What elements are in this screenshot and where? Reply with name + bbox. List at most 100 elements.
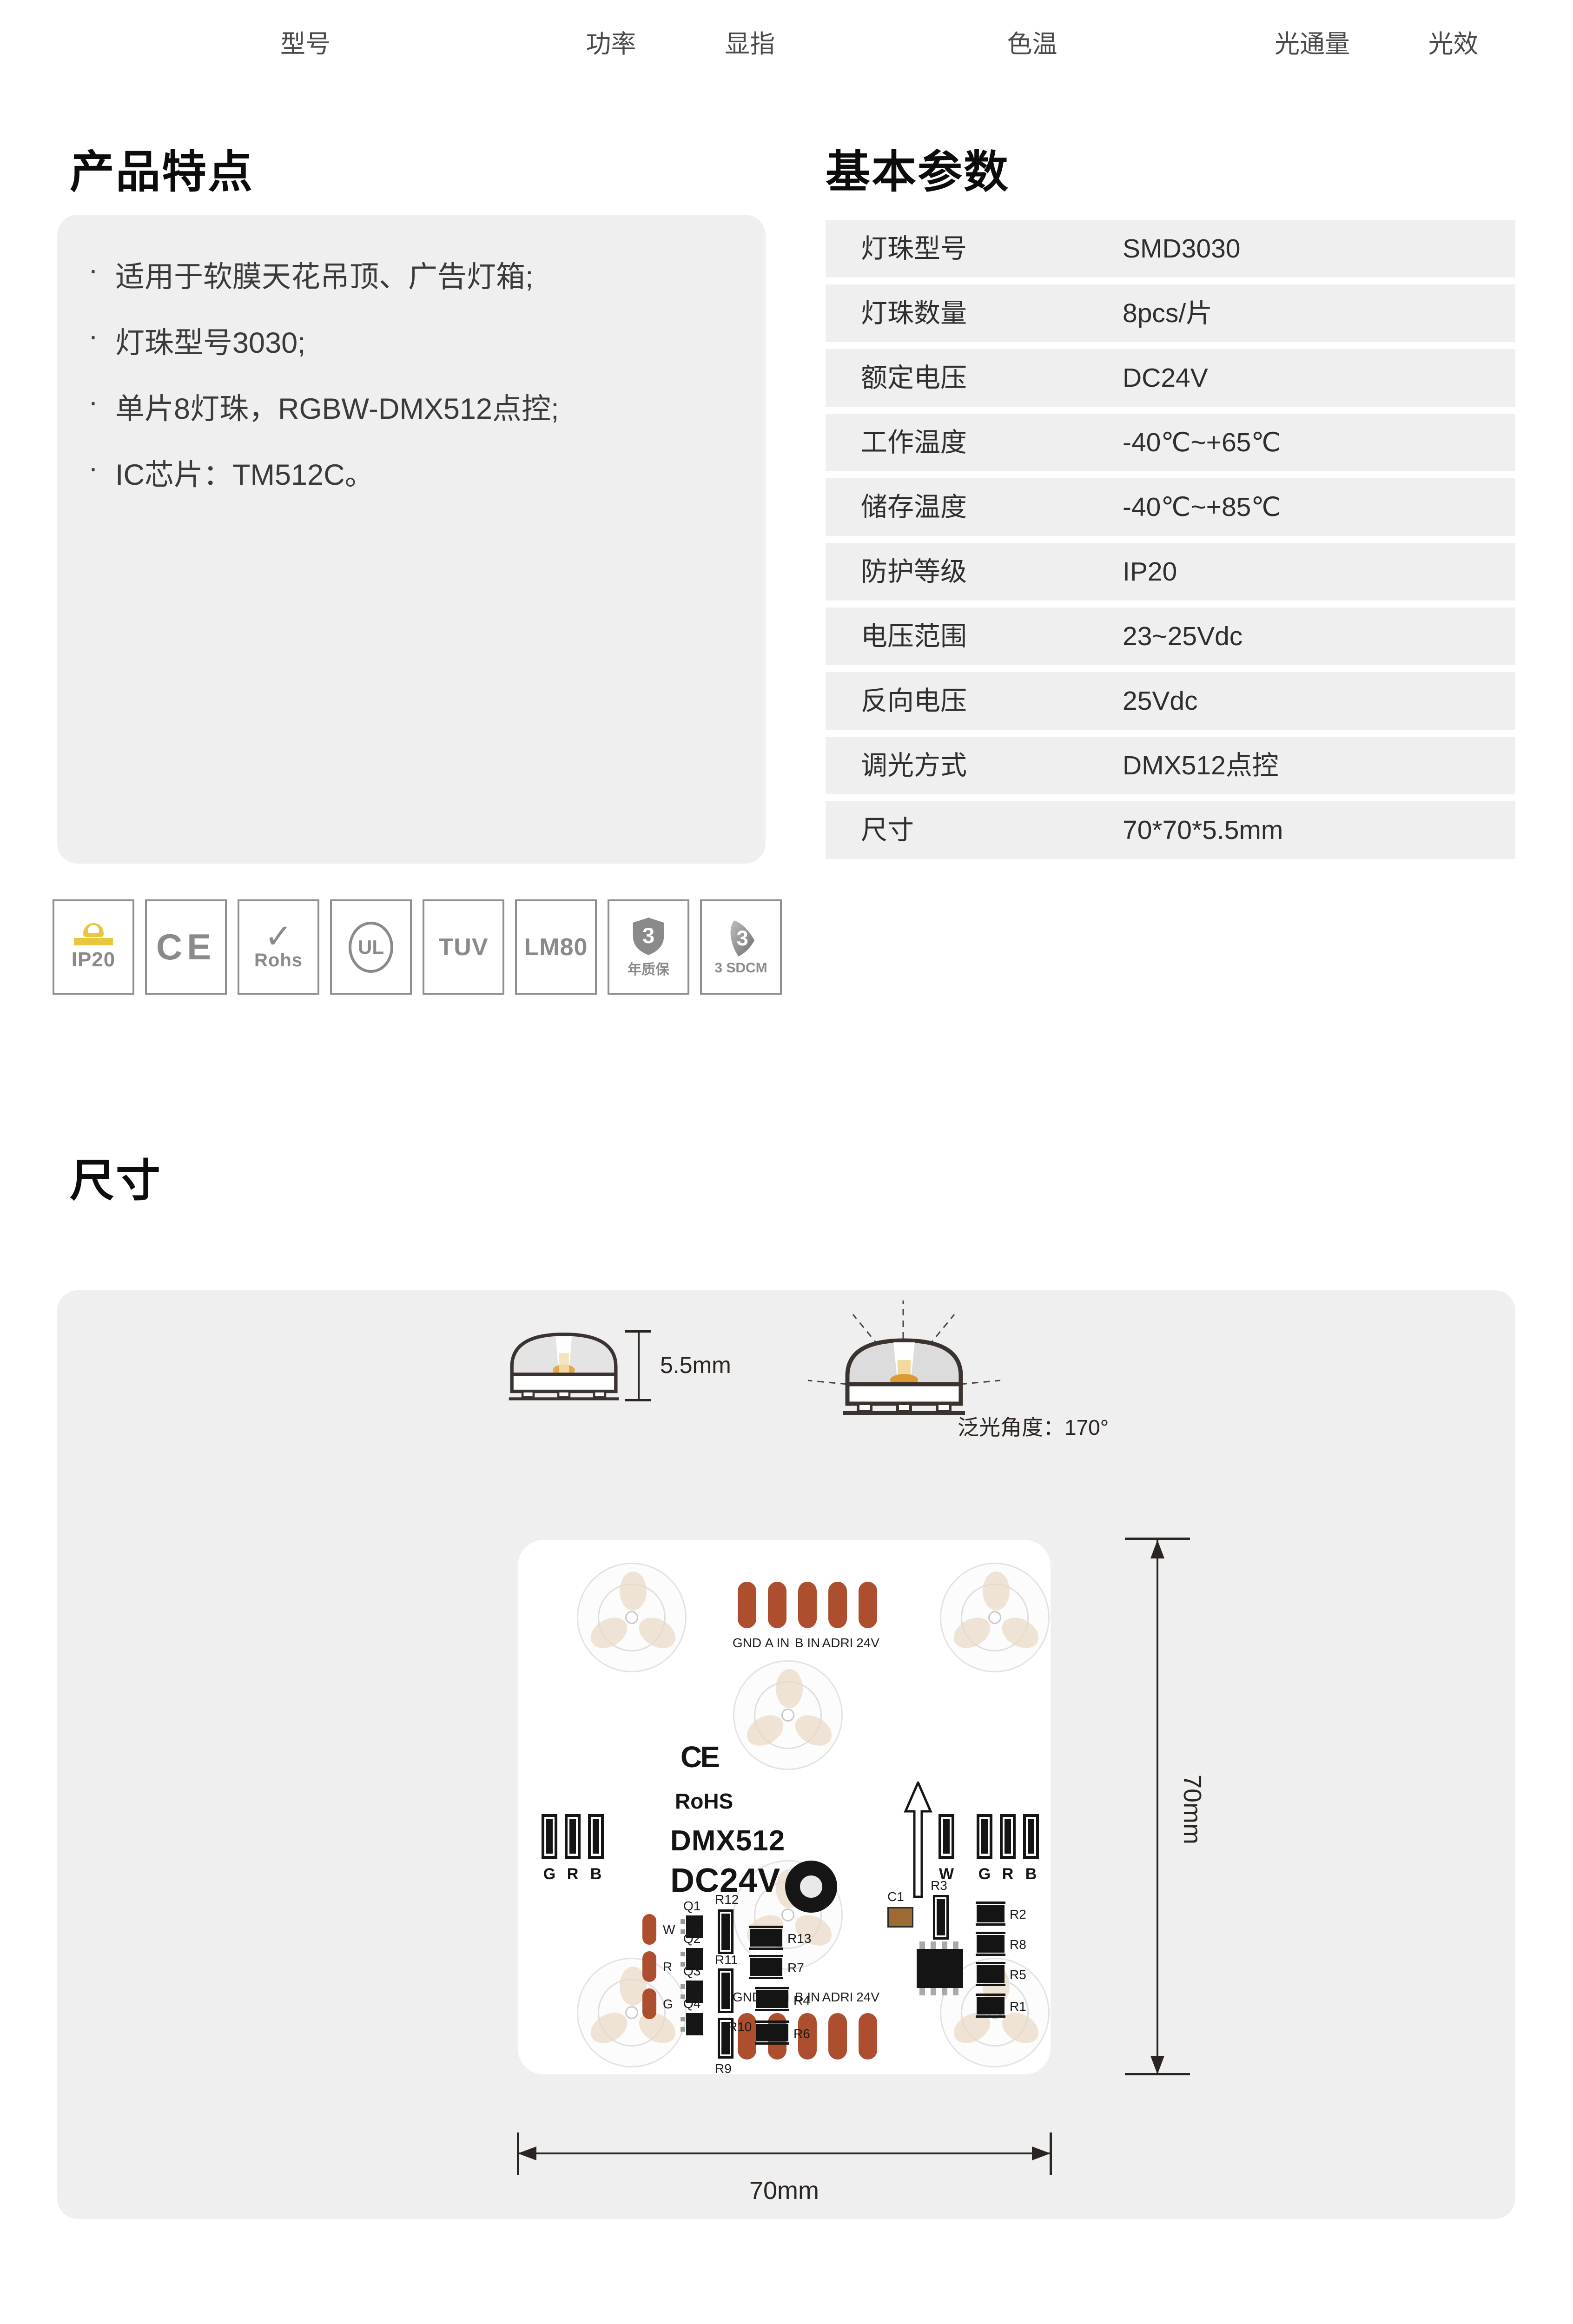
- component-label: R11: [715, 1953, 738, 1967]
- badge-label: LM80: [524, 933, 588, 961]
- param-row: 额定电压 DC24V: [826, 349, 1515, 407]
- component-label: Q2: [683, 1931, 701, 1946]
- param-label: 尺寸: [861, 815, 914, 845]
- component-label: R7: [787, 1961, 804, 1975]
- solder-pad: [738, 2013, 756, 2060]
- height-dimension-line: [1150, 1540, 1164, 2074]
- solder-pad: [859, 2013, 877, 2060]
- resistor: [976, 1962, 1005, 1986]
- beam-angle-label: 泛光角度：170°: [958, 1415, 1109, 1439]
- pin-label: 24V: [856, 1636, 879, 1650]
- width-dimension-label: 70mm: [749, 2177, 820, 2205]
- tick: [625, 1399, 651, 1401]
- component-label: R6: [793, 2027, 810, 2041]
- ic-chip: [917, 1941, 963, 1995]
- spec-col-header: 显指: [725, 30, 775, 58]
- spec-col-header: 光效: [1428, 30, 1479, 58]
- channel-pad: [542, 1814, 557, 1859]
- feature-item: · 适用于软膜天花吊顶、广告灯箱;: [88, 253, 730, 296]
- led-beam-drawing: [807, 1301, 1001, 1415]
- capacitor: [887, 1907, 913, 1928]
- component-label: R12: [715, 1892, 739, 1907]
- param-value: -40℃~+85℃: [1123, 492, 1281, 522]
- feature-text: 适用于软膜天花吊顶、广告灯箱;: [115, 261, 534, 293]
- component-label: Q3: [683, 1964, 701, 1978]
- tick: [1125, 1538, 1190, 1540]
- param-value: 23~25Vdc: [1123, 621, 1243, 651]
- via-pad: [642, 1951, 656, 1982]
- solder-pad: [768, 1582, 786, 1628]
- channel-pad: [1023, 1814, 1039, 1859]
- channel-pad: [588, 1814, 604, 1859]
- spec-col-header: 功率: [586, 30, 636, 58]
- component-label: R1: [1010, 1999, 1026, 2014]
- resistor: [755, 2020, 789, 2045]
- bullet: ·: [88, 254, 98, 286]
- height-dimension-label: 70mm: [1178, 1774, 1206, 1845]
- component-label: R8: [1010, 1937, 1026, 1952]
- feature-item: · 单片8灯珠，RGBW-DMX512点控;: [88, 385, 730, 428]
- param-label: 灯珠型号: [861, 234, 967, 264]
- badge-ce: CE: [145, 899, 227, 995]
- pcb-drawing: GND A IN B IN ADRI 24V GND A IN B IN ADR…: [518, 1540, 1051, 2076]
- dc24v-silkscreen: DC24V: [670, 1862, 781, 1899]
- ce-silkscreen: CE: [681, 1740, 720, 1774]
- led-lens: [577, 1958, 687, 2067]
- pad-label: R: [1002, 1865, 1014, 1883]
- param-label: 反向电压: [861, 686, 967, 716]
- ul-mark-icon: UL: [349, 921, 393, 973]
- badge-label: Rohs: [254, 950, 303, 971]
- component-label: R3: [931, 1878, 947, 1893]
- mounting-hole: [785, 1861, 837, 1913]
- solder-pad: [798, 1582, 817, 1628]
- channel-pad: [1000, 1814, 1016, 1859]
- feature-text: 单片8灯珠，RGBW-DMX512点控;: [115, 393, 559, 425]
- bullet: ·: [88, 320, 98, 352]
- badge-lm80: LM80: [515, 899, 597, 995]
- channel-label: G: [663, 1997, 673, 2011]
- thickness-label: 5.5mm: [660, 1352, 731, 1378]
- pad-label: G: [978, 1865, 991, 1883]
- dims-title: 尺寸: [70, 1156, 162, 1206]
- feature-text: 灯珠型号3030;: [115, 327, 306, 359]
- param-value: DMX512点控: [1123, 751, 1279, 780]
- param-row: 电压范围 23~25Vdc: [826, 607, 1515, 665]
- pin-label: 24V: [856, 1990, 879, 2004]
- badge-ip20: IP20: [53, 899, 134, 995]
- resistor: [976, 1994, 1005, 2018]
- solder-pad: [828, 1582, 847, 1628]
- feature-item: · IC芯片：TM512C。: [88, 451, 730, 494]
- param-label: 防护等级: [861, 557, 967, 587]
- component-label: Q1: [683, 1899, 701, 1913]
- badge-warranty: 3 年质保: [608, 899, 689, 995]
- sdcm-shape-icon: 3: [730, 920, 755, 957]
- param-value: IP20: [1123, 557, 1177, 587]
- badge-rohs: ✓ Rohs: [238, 899, 319, 995]
- channel-pad: [977, 1814, 992, 1859]
- param-value: -40℃~+65℃: [1123, 428, 1281, 457]
- bullet: ·: [88, 386, 98, 418]
- resistor: [718, 1909, 734, 1954]
- badge-label: IP20: [71, 948, 116, 971]
- pin-label: ADRI: [822, 1990, 853, 2004]
- bullet: ·: [88, 452, 98, 484]
- shield-icon: 3: [633, 917, 664, 955]
- direction-arrow-icon: [904, 1782, 932, 1898]
- spec-col-header: 色温: [1007, 30, 1057, 58]
- pin-label: GND: [732, 1636, 762, 1650]
- param-label: 额定电压: [861, 363, 967, 393]
- badge-sdcm: 3 3 SDCM: [700, 899, 782, 995]
- tick: [1050, 2133, 1052, 2175]
- led-lens: [733, 1660, 843, 1770]
- tick: [625, 1330, 651, 1333]
- pad-label: R: [567, 1865, 579, 1883]
- transistor: [681, 1915, 703, 1938]
- check-icon: ✓: [264, 918, 293, 955]
- resistor: [749, 1955, 783, 1979]
- rohs-silkscreen: RoHS: [675, 1789, 734, 1813]
- param-label: 电压范围: [861, 621, 967, 651]
- param-row: 工作温度 -40℃~+65℃: [826, 414, 1515, 471]
- ip20-led-icon: [74, 923, 113, 945]
- badge-label: 年质保: [628, 962, 669, 977]
- transistor: [681, 1948, 703, 1970]
